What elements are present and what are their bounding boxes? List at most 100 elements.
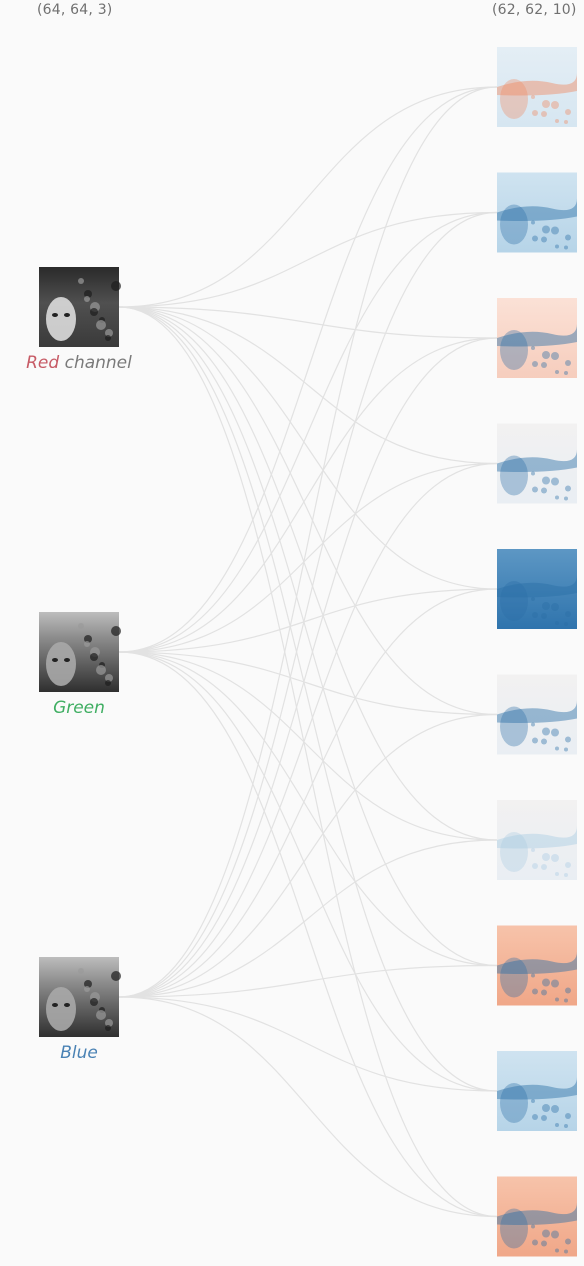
activation-mark — [541, 236, 547, 243]
activation-mark — [532, 988, 538, 995]
connection-line — [118, 651, 498, 1092]
activation-mark — [541, 864, 547, 870]
texture-mark — [90, 653, 98, 661]
channel-color-name: Blue — [60, 1043, 98, 1063]
activation-mark — [542, 602, 550, 610]
activation-mark — [532, 863, 538, 869]
activation-mark — [541, 738, 547, 745]
input-channel-blue — [39, 957, 121, 1037]
activation-mark — [542, 1104, 550, 1112]
texture-mark — [105, 1019, 113, 1027]
connection-line — [118, 462, 498, 998]
activation-mark — [532, 1239, 538, 1246]
connection-line — [118, 306, 498, 716]
connection-line — [118, 86, 498, 653]
texture-mark — [105, 329, 113, 337]
activation-face — [500, 832, 528, 872]
activation-mark — [564, 998, 568, 1003]
activation-mark — [565, 611, 571, 617]
activation-mark — [555, 244, 559, 249]
channel-color-name: Red — [26, 353, 60, 373]
activation-mark — [564, 496, 568, 501]
activation-mark — [531, 848, 535, 852]
feature-map-image — [497, 1176, 577, 1257]
feature-map-image — [497, 800, 577, 880]
activation-mark — [564, 245, 568, 250]
activation-face — [500, 455, 528, 496]
activation-mark — [564, 371, 568, 375]
connection-line — [118, 306, 498, 841]
activation-mark — [565, 485, 571, 492]
texture-mark — [84, 296, 90, 302]
activation-mark — [565, 1113, 571, 1119]
feature-map-2 — [497, 172, 577, 253]
feature-map-1 — [497, 47, 577, 127]
activation-band — [497, 1077, 577, 1100]
activation-mark — [564, 1249, 568, 1254]
activation-mark — [541, 613, 547, 619]
connection-line — [118, 839, 498, 998]
connection-lines — [118, 86, 498, 1218]
activation-mark — [531, 95, 535, 99]
activation-mark — [564, 1124, 568, 1128]
activation-mark — [542, 1229, 550, 1238]
output-feature-maps — [497, 47, 577, 1257]
input-channel-red — [39, 267, 121, 347]
activation-mark — [532, 361, 538, 367]
connection-line — [118, 651, 498, 716]
texture-mark — [78, 278, 84, 284]
activation-mark — [531, 471, 535, 476]
channel-color-name: Green — [53, 698, 105, 718]
activation-mark — [555, 119, 559, 123]
activation-face — [500, 957, 528, 998]
activation-mark — [564, 120, 568, 124]
activation-mark — [555, 621, 559, 625]
channel-suffix: channel — [59, 353, 132, 373]
texture-mark — [84, 980, 92, 988]
feature-map-6 — [497, 674, 577, 755]
activation-mark — [532, 737, 538, 744]
activation-mark — [542, 853, 550, 861]
feature-map-3 — [497, 298, 577, 378]
feature-map-10 — [497, 1176, 577, 1257]
channel-label-red: Red channel — [0, 353, 159, 373]
input-channels — [39, 267, 121, 1037]
activation-mark — [532, 1114, 538, 1120]
connection-line — [118, 211, 498, 998]
activation-mark — [555, 1248, 559, 1253]
activation-mark — [565, 360, 571, 366]
connection-line — [118, 651, 498, 967]
activation-mark — [541, 362, 547, 368]
connection-line — [118, 996, 498, 1092]
activation-mark — [531, 722, 535, 727]
connection-line — [118, 306, 498, 1092]
activation-mark — [542, 225, 550, 234]
connection-line — [118, 211, 498, 653]
texture-mark — [90, 308, 98, 316]
activation-band — [497, 449, 577, 472]
activation-mark — [564, 622, 568, 626]
texture-mark — [105, 1025, 111, 1031]
connection-line — [118, 651, 498, 841]
activation-mark — [564, 747, 568, 752]
activation-face — [500, 1208, 528, 1249]
feature-map-image — [497, 298, 577, 378]
activation-mark — [532, 612, 538, 618]
activation-mark — [551, 352, 559, 360]
eye-shape — [64, 658, 70, 662]
activation-face — [500, 79, 528, 119]
activation-mark — [542, 100, 550, 108]
connection-line — [118, 337, 498, 653]
feature-map-image — [497, 925, 577, 1006]
face-shape — [46, 297, 76, 341]
connection-line — [118, 306, 498, 1218]
activation-band — [497, 73, 577, 96]
activation-mark — [531, 1099, 535, 1103]
activation-mark — [555, 997, 559, 1002]
feature-map-image — [497, 47, 577, 127]
activation-face — [500, 330, 528, 370]
activation-face — [500, 204, 528, 245]
feature-map-image — [497, 674, 577, 755]
activation-mark — [565, 1238, 571, 1245]
activation-mark — [555, 746, 559, 751]
